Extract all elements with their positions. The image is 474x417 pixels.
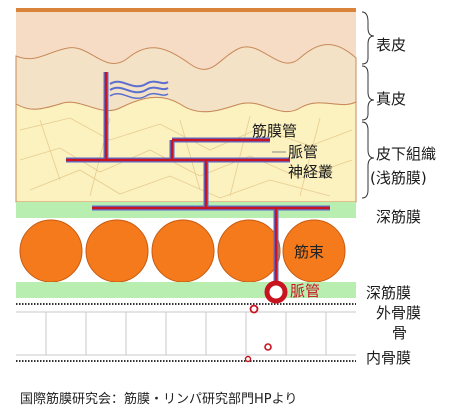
label-superficial-fascia: (浅筋膜) [370,169,427,187]
label-periosteum: 外骨膜 [376,304,422,322]
bone-vessel-dot [249,304,259,314]
label-endosteum: 内骨膜 [366,349,412,367]
label-epidermis: 表皮 [376,36,407,54]
vessel-cross-section [264,280,288,304]
label-deep-fascia-upper: 深筋膜 [376,208,422,226]
bone-vessel-dot [264,343,272,351]
label-vessel: 脈管 [288,143,319,161]
label-subcutaneous: 皮下組織 [376,145,437,163]
muscle-bundle [85,219,149,283]
label-vessel-lower: 脈管 [290,282,321,300]
label-dermis: 真皮 [376,90,407,108]
label-bone: 骨 [392,324,408,342]
subcutaneous-brace [361,121,375,199]
epidermis-brace [361,11,375,65]
epidermis-layer [16,12,356,70]
epidermis-surface-line [16,8,356,12]
bone-region [16,300,356,368]
label-deep-fascia-lower: 深筋膜 [366,284,412,302]
bone-vessel-dot [244,355,252,363]
vessel-network [66,72,330,290]
label-fascia-tube: 筋膜管 [252,122,298,140]
label-nerve-bundle: 神経叢 [288,163,334,181]
layer-braces [361,11,375,199]
muscle-bundle [151,219,215,283]
muscle-bundle [19,219,83,283]
source-caption: 国際筋膜研究会：筋膜・リンパ研究部門HPより [20,392,298,407]
dermis-brace [361,65,375,121]
bone-grid [16,311,356,356]
label-muscle-bundle: 筋束 [294,243,325,261]
muscle-bundle [217,219,281,283]
subcutaneous-layer [15,96,357,203]
subcutaneous-mesh [19,115,353,199]
